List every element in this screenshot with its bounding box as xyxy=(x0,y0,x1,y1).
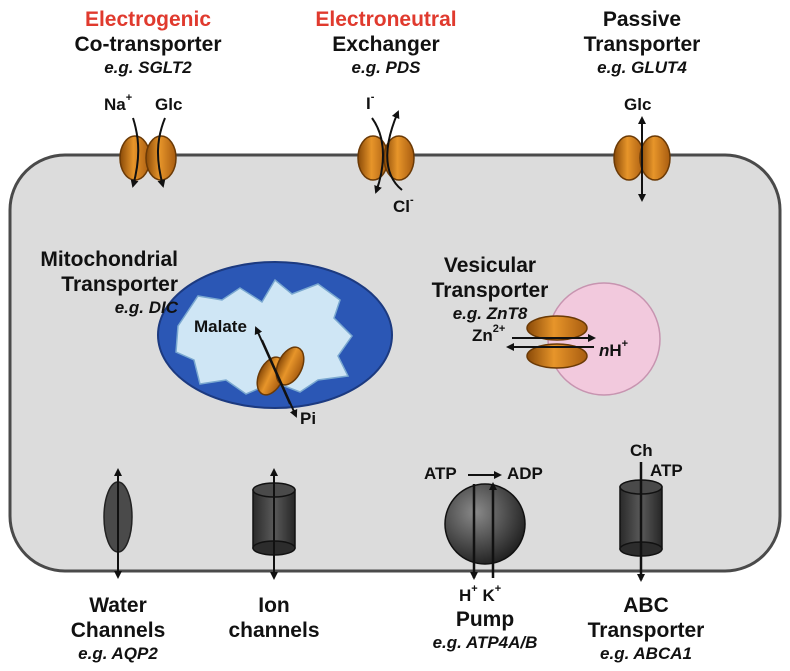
zinc-substrate: Zn2+ xyxy=(472,323,506,345)
abc-label: ABC Transporter e.g. ABCA1 xyxy=(576,593,716,665)
co-transporter-icon xyxy=(119,117,177,188)
abc-title-2: Transporter xyxy=(587,619,705,642)
glc-substrate-passive: Glc xyxy=(624,95,652,114)
pump-adp: ADP xyxy=(507,464,543,483)
electroneutral-tag: Electroneutral xyxy=(315,8,457,31)
co-transporter-example: e.g. SGLT2 xyxy=(104,58,192,77)
mito-title-2: Transporter xyxy=(61,273,178,296)
co-transporter-title: Co-transporter xyxy=(74,33,222,56)
water-title-1: Water xyxy=(89,594,147,617)
passive-transporter-icon xyxy=(613,116,671,202)
exchanger-example: e.g. PDS xyxy=(351,58,421,77)
chloride-substrate: Cl- xyxy=(393,194,414,216)
ion-title-1: Ion xyxy=(258,594,290,617)
pi-substrate: Pi xyxy=(300,409,317,428)
pump-atp: ATP xyxy=(424,464,457,483)
vesicular-example: e.g. ZnT8 xyxy=(452,304,528,323)
passive-example: e.g. GLUT4 xyxy=(597,58,687,77)
passive-label: Passive Transporter e.g. GLUT4 xyxy=(542,7,742,79)
passive-title-1: Passive xyxy=(602,8,682,31)
pump-label: Pump e.g. ATP4A/B xyxy=(420,607,550,654)
abc-transporter-icon xyxy=(619,462,663,582)
pump-title: Pump xyxy=(455,608,515,631)
abc-cholesterol: Ch xyxy=(630,441,653,460)
electrogenic-tag: Electrogenic xyxy=(84,8,212,31)
abc-title-1: ABC xyxy=(623,594,669,617)
water-example: e.g. AQP2 xyxy=(78,644,158,663)
abc-example: e.g. ABCA1 xyxy=(600,644,692,663)
water-title-2: Channels xyxy=(70,619,166,642)
electrogenic-label: Electrogenic Co-transporter e.g. SGLT2 xyxy=(48,7,248,79)
na-substrate: Na+ xyxy=(104,92,133,114)
ion-channel-icon xyxy=(252,468,296,580)
electroneutral-label: Electroneutral Exchanger e.g. PDS xyxy=(286,7,486,79)
mito-example: e.g. DIC xyxy=(114,298,178,317)
passive-title-2: Transporter xyxy=(583,33,701,56)
mito-title-1: Mitochondrial xyxy=(40,248,178,271)
vesicular-label: Vesicular Transporter e.g. ZnT8 xyxy=(420,253,560,325)
pump-icon xyxy=(444,471,526,580)
ion-title-2: channels xyxy=(228,619,320,642)
ion-channel-label: Ion channels xyxy=(224,593,324,643)
malate-substrate: Malate xyxy=(194,317,247,336)
proton-substrate: nH+ xyxy=(599,338,629,360)
water-channel-icon xyxy=(103,468,133,579)
exchanger-icon xyxy=(357,110,415,194)
iodide-substrate: I- xyxy=(366,91,375,113)
glc-substrate-cotransporter: Glc xyxy=(155,95,183,114)
mito-label: Mitochondrial Transporter e.g. DIC xyxy=(28,247,178,319)
mitochondrion-icon xyxy=(157,261,393,418)
vesicular-title-2: Transporter xyxy=(431,279,549,302)
pump-example: e.g. ATP4A/B xyxy=(432,633,538,652)
abc-atp: ATP xyxy=(650,461,683,480)
exchanger-title: Exchanger xyxy=(332,33,440,56)
vesicle-icon xyxy=(506,282,661,396)
vesicular-title-1: Vesicular xyxy=(443,254,537,277)
water-channel-label: Water Channels e.g. AQP2 xyxy=(63,593,173,665)
pump-ions: H+ K+ xyxy=(459,583,502,605)
